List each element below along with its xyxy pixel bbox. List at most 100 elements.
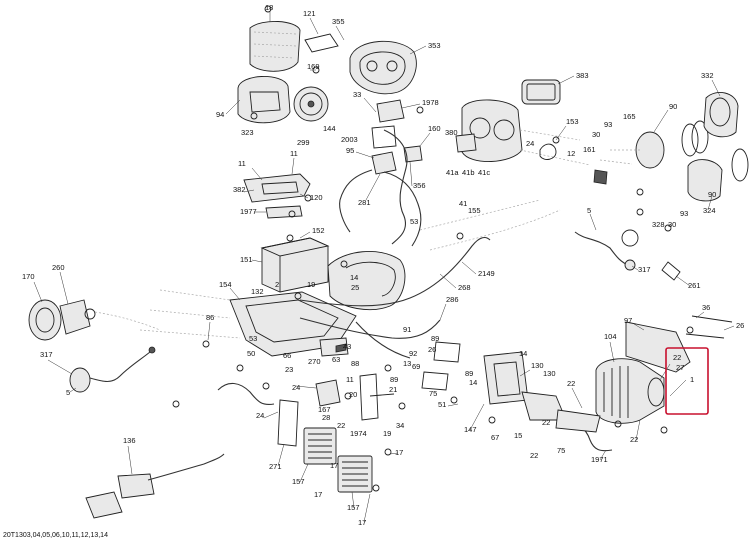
callout-153: 153	[566, 117, 579, 126]
callout-12: 12	[567, 149, 575, 158]
callout-24-lower: 24	[256, 411, 264, 420]
callout-324: 324	[703, 206, 716, 215]
callout-22-highlighted: 22	[673, 353, 681, 362]
callout-22-c: 22	[530, 451, 538, 460]
callout-28-lower: 89	[390, 375, 398, 384]
callout-1-highlighted: 1	[690, 375, 694, 384]
highlight-box	[665, 347, 709, 415]
callout-167: 167	[318, 405, 331, 414]
callout-152: 152	[312, 226, 325, 235]
callout-30-right: 30	[668, 220, 676, 229]
callout-165: 165	[623, 112, 636, 121]
callout-67: 67	[491, 433, 499, 442]
callout-15: 15	[514, 431, 522, 440]
callout-151: 151	[240, 255, 253, 264]
leader-lines	[33, 12, 735, 523]
callout-17-b: 17	[395, 448, 403, 457]
callout-18: 18	[265, 3, 273, 12]
callout-382: 382	[233, 185, 246, 194]
callout-33: 33	[353, 90, 361, 99]
callout-23: 23	[285, 365, 293, 374]
callout-11-left: 11	[238, 159, 246, 168]
callout-14-right: 14	[519, 349, 527, 358]
callout-22-mid: 22	[337, 421, 345, 430]
callout-120: 120	[310, 193, 323, 202]
callout-25: 25	[351, 283, 359, 292]
part-drawings	[28, 5, 749, 519]
callout-43: 43	[343, 342, 351, 351]
callout-22-a: 22	[567, 379, 575, 388]
callout-121: 121	[303, 9, 316, 18]
callout-94: 94	[216, 110, 224, 119]
callout-11-mid: 11	[346, 375, 354, 384]
callout-35: 26	[736, 321, 744, 330]
callout-170: 170	[22, 272, 35, 281]
callout-136: 136	[123, 436, 136, 445]
callout-161: 161	[583, 145, 596, 154]
callout-160: 160	[428, 124, 441, 133]
callout-157-a: 157	[292, 477, 305, 486]
callout-154: 154	[219, 280, 232, 289]
callout-14-mid: 14	[350, 273, 358, 282]
callout-93: 93	[604, 120, 612, 129]
callout-1977: 1977	[240, 207, 257, 216]
callout-144: 144	[323, 124, 336, 133]
diagram-code: 20T1303,04,05,06,10,11,12,13,14	[3, 532, 108, 539]
callout-317-right: 317	[638, 265, 651, 274]
callout-88: 88	[351, 359, 359, 368]
callout-2003: 2003	[341, 135, 358, 144]
callout-50: 50	[247, 349, 255, 358]
callout-86: 86	[206, 313, 214, 322]
callout-22-d: 22	[630, 435, 638, 444]
callout-63: 63	[332, 355, 340, 364]
callout-41a: 41a	[446, 168, 459, 177]
callout-281: 281	[358, 198, 371, 207]
callout-93-right: 93	[680, 209, 688, 218]
callout-11-top: 11	[290, 149, 298, 158]
callout-17-d: 17	[330, 461, 338, 470]
callout-28-right: 89	[465, 369, 473, 378]
callout-19-mid: 19	[307, 280, 315, 289]
callout-169: 169	[307, 62, 320, 71]
callout-21: 21	[389, 385, 397, 394]
callout-14-lower: 14	[469, 378, 477, 387]
callout-labels: 18 121 355 353 169 94 323 299 383 332 33…	[22, 3, 744, 527]
callout-27-highlighted: 27	[676, 363, 684, 372]
callout-69: 69	[412, 362, 420, 371]
callout-355: 355	[332, 17, 345, 26]
callout-41c: 41c	[478, 168, 490, 177]
callout-383: 383	[576, 71, 589, 80]
callout-51: 51	[438, 400, 446, 409]
callout-130-b: 130	[543, 369, 556, 378]
callout-34: 34	[396, 421, 404, 430]
callout-132: 132	[251, 287, 264, 296]
callout-41: 41	[459, 199, 467, 208]
callout-356: 356	[413, 181, 426, 190]
callout-22-b: 22	[542, 418, 550, 427]
callout-19-lower: 19	[383, 429, 391, 438]
callout-36: 36	[702, 303, 710, 312]
callout-13: 13	[403, 359, 411, 368]
callout-75: 75	[429, 389, 437, 398]
callout-26: 26	[428, 345, 436, 354]
callout-24: 24	[526, 139, 534, 148]
callout-20: 20	[349, 390, 357, 399]
callout-332: 332	[701, 71, 714, 80]
callout-261: 261	[688, 281, 701, 290]
callout-317-left: 317	[40, 350, 53, 359]
callout-5-left: 5	[66, 388, 70, 397]
callout-1978: 1978	[422, 98, 439, 107]
callout-91: 91	[403, 325, 411, 334]
callout-270: 270	[308, 357, 321, 366]
callout-17-c: 17	[358, 518, 366, 527]
callout-2149: 2149	[478, 269, 495, 278]
callout-89: 28	[322, 413, 330, 422]
callout-5-right: 5	[587, 206, 591, 215]
callout-268: 268	[458, 283, 471, 292]
callout-380: 380	[445, 128, 458, 137]
callout-92: 92	[409, 349, 417, 358]
callout-90-right: 90	[708, 190, 716, 199]
callout-30: 30	[592, 130, 600, 139]
callout-2: 2	[275, 280, 279, 289]
